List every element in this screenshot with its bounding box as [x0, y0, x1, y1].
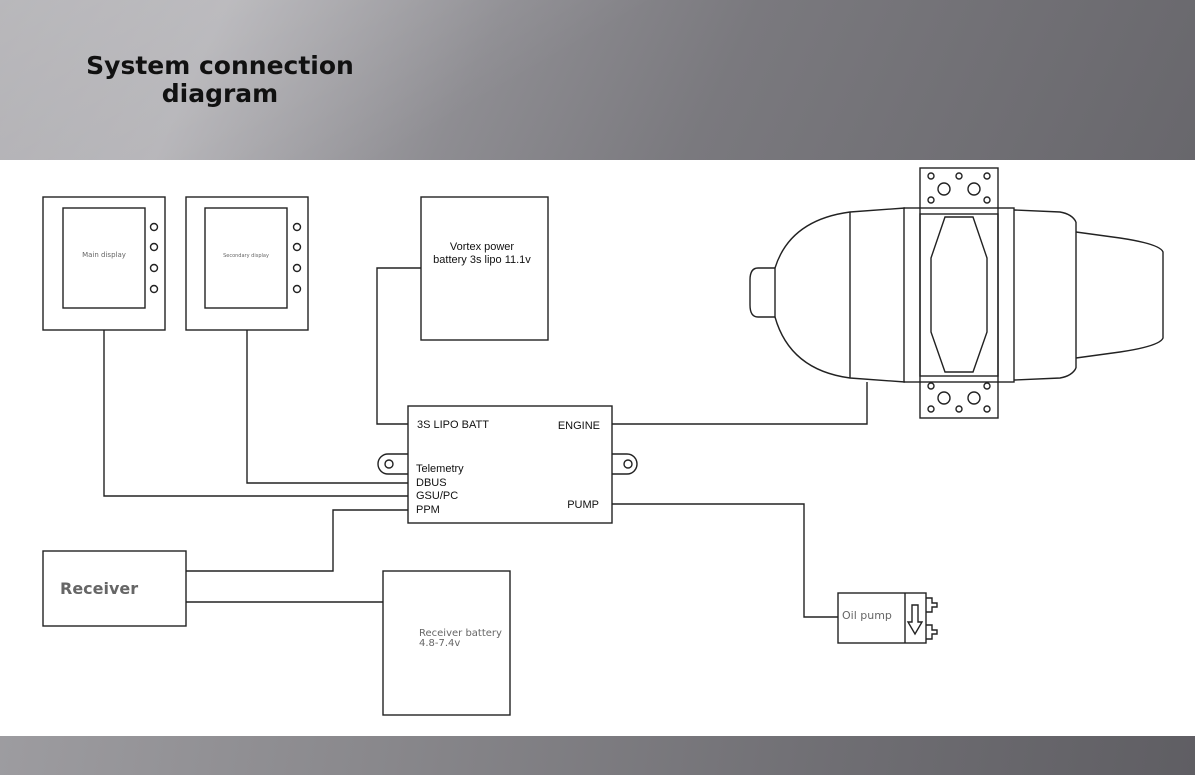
page-title: System connection diagram [60, 52, 380, 108]
header-banner [0, 0, 1195, 160]
ecu-pump-port: PUMP [567, 499, 599, 511]
receiver-battery-box [382, 570, 511, 716]
receiver-battery-label-2: 4.8-7.4v [419, 638, 460, 649]
secondary-display-label: Secondary display [223, 253, 269, 259]
receiver-battery-label-1: Receiver battery [419, 628, 502, 639]
ecu-box [377, 405, 638, 524]
wires [103, 267, 868, 618]
ecu-ppm-port: PPM [416, 504, 440, 516]
power-battery-box [420, 196, 549, 341]
receiver-box [42, 550, 187, 627]
power-battery-label-1: Vortex power [450, 241, 515, 253]
ecu-gsu-port: GSU/PC [416, 490, 458, 502]
ecu-telemetry-port: Telemetry [416, 463, 464, 475]
title-line-1: System connection [86, 51, 354, 80]
main-display [42, 196, 166, 331]
ecu-engine-port: ENGINE [558, 420, 600, 432]
main-display-label: Main display [82, 251, 126, 259]
receiver-label: Receiver [60, 579, 138, 598]
footer-banner [0, 736, 1195, 775]
title-line-2: diagram [161, 79, 279, 108]
power-battery-label-2: battery 3s lipo 11.1v [433, 254, 531, 266]
jet-engine [749, 167, 1164, 419]
ecu-batt-port: 3S LIPO BATT [417, 419, 489, 431]
ecu-dbus-port: DBUS [416, 477, 447, 489]
secondary-display [185, 196, 309, 331]
oil-pump-label: Oil pump [842, 609, 892, 622]
oil-pump [837, 592, 938, 644]
